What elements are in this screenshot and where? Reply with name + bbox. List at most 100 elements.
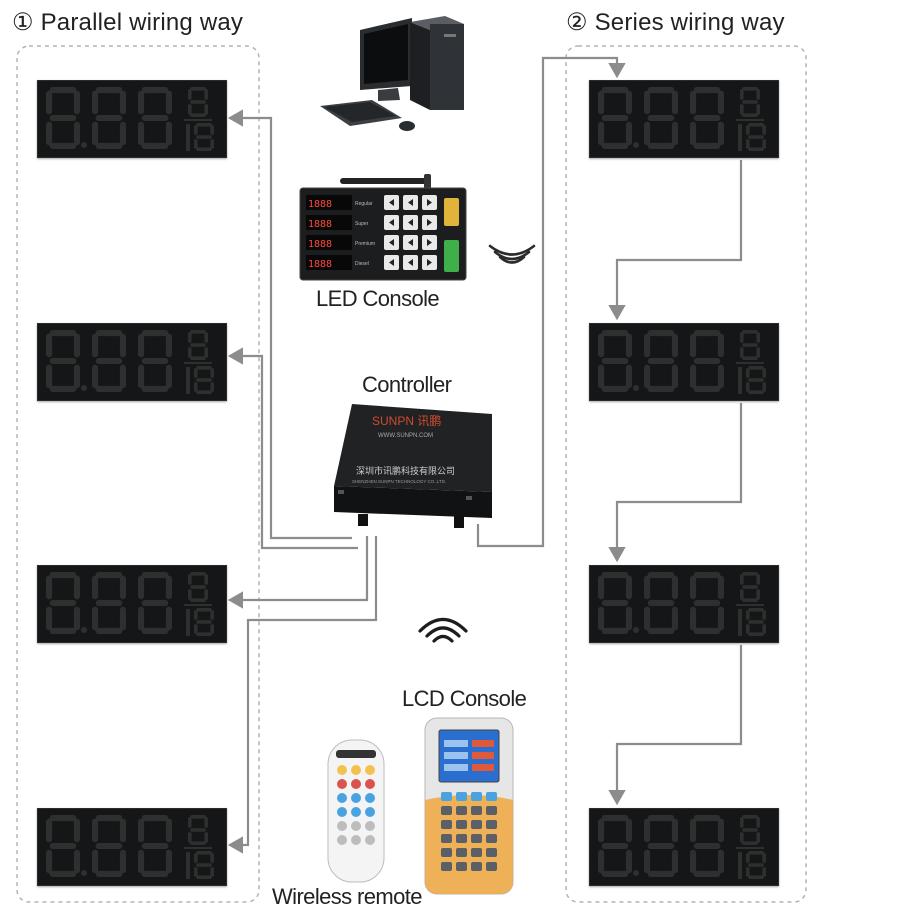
led-segment [647, 142, 675, 149]
led-segment [693, 842, 721, 850]
led-price-panel [37, 808, 227, 886]
led-segment [740, 832, 744, 843]
led-segment [690, 606, 697, 631]
led-segment [204, 347, 208, 358]
lcd-key [456, 848, 467, 857]
controller-company-cn: 深圳市讯鹏科技有限公司 [356, 465, 455, 477]
led-segment [196, 390, 212, 394]
lcd-screen-line [472, 764, 494, 771]
led-fraction [184, 572, 214, 636]
led-segment [742, 585, 758, 589]
remote-button [365, 779, 375, 789]
led-segment [190, 598, 206, 602]
led-segment [756, 89, 760, 100]
led-segment [756, 832, 760, 843]
led-console-label: LED Console [316, 286, 440, 311]
led-segment [746, 368, 750, 378]
led-segment [644, 90, 651, 115]
led-segment [196, 632, 212, 636]
led-segment [693, 330, 721, 337]
led-segment [748, 620, 764, 624]
lcd-key [441, 820, 452, 829]
led-segment [46, 606, 53, 631]
led-segment [95, 142, 123, 149]
led-segment [165, 121, 172, 146]
led-segment [762, 610, 766, 620]
led-segment [598, 575, 605, 600]
led-segment [717, 606, 724, 631]
led-segment [762, 624, 766, 634]
console-ok-button [444, 240, 459, 272]
led-segment [95, 572, 123, 579]
led-segment [165, 849, 172, 874]
led-segment [119, 849, 126, 874]
controller-company-en: SHENZHEN SUNPN TECHNOLOGY CO.,LTD. [352, 479, 446, 484]
lcd-key [441, 834, 452, 843]
led-digits [598, 87, 724, 149]
led-segment [756, 347, 760, 358]
lcd-key [471, 862, 482, 871]
led-segment [647, 815, 675, 822]
led-segment [188, 817, 192, 828]
led-segment [601, 87, 629, 94]
led-segment [165, 606, 172, 631]
led-segment [690, 121, 697, 146]
led-segment [92, 364, 99, 389]
led-segment [95, 385, 123, 392]
led-segment [204, 832, 208, 843]
led-segment [717, 849, 724, 874]
led-segment [49, 599, 77, 607]
lcd-key [441, 806, 452, 815]
led-segment [647, 870, 675, 877]
console-price-display [306, 195, 352, 210]
led-segment [717, 575, 724, 600]
led-segment [671, 849, 678, 874]
led-segment [196, 147, 212, 151]
led-segment [742, 815, 758, 819]
led-segment [598, 818, 605, 843]
lcd-key [456, 862, 467, 871]
wireless-remote-label: Wireless remote [272, 884, 423, 909]
led-segment [95, 599, 123, 607]
led-segment [690, 90, 697, 115]
led-segment [625, 364, 632, 389]
led-segment [717, 121, 724, 146]
led-segment [625, 121, 632, 146]
remote-button [337, 821, 347, 831]
led-segment [647, 842, 675, 850]
led-fraction [736, 815, 766, 879]
led-fraction [736, 330, 766, 394]
led-segment [748, 366, 764, 370]
led-segment [138, 121, 145, 146]
computer-keyboard [320, 100, 402, 126]
remote-button [365, 807, 375, 817]
led-segment [644, 606, 651, 631]
lcd-key [486, 862, 497, 871]
led-segment [204, 104, 208, 115]
led-segment [49, 572, 77, 579]
led-segment [756, 574, 760, 585]
parallel-wire [227, 347, 358, 550]
lcd-key [471, 820, 482, 829]
led-segment [748, 851, 764, 855]
led-segment [210, 853, 214, 863]
lcd-key [471, 806, 482, 815]
led-segment [647, 599, 675, 607]
led-segment [717, 90, 724, 115]
led-segment [746, 624, 750, 634]
led-segment [693, 870, 721, 877]
led-segment [190, 356, 206, 360]
led-segment [742, 100, 758, 104]
led-segment [210, 368, 214, 378]
led-segment [194, 139, 198, 149]
led-segment [46, 121, 53, 146]
remote-button [351, 821, 361, 831]
led-segment [746, 382, 750, 392]
lcd-key [471, 848, 482, 857]
led-segment [138, 333, 145, 358]
led-segment [165, 333, 172, 358]
console-row-label: Regular [355, 201, 373, 207]
led-segment [141, 114, 169, 122]
led-segment [742, 841, 758, 845]
led-digits [46, 572, 172, 634]
